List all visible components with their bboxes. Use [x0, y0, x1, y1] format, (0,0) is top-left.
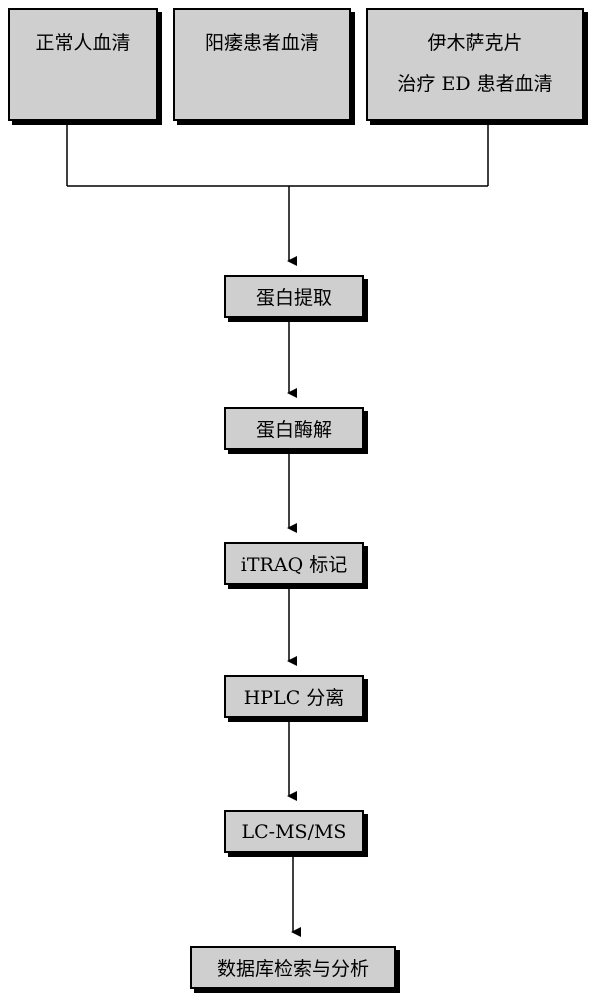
- step-label: HPLC 分离: [243, 687, 345, 709]
- source-box-normal-serum: 正常人血清: [8, 8, 158, 121]
- step-hplc-separation: HPLC 分离: [224, 675, 364, 718]
- step-itraq-labeling: iTRAQ 标记: [224, 542, 364, 585]
- source-label: 正常人血清: [35, 32, 131, 54]
- source-box-ed-patient-serum: 阳痿患者血清: [173, 8, 351, 121]
- source-label: 阳痿患者血清: [204, 32, 319, 54]
- step-label: 蛋白酶解: [255, 419, 332, 441]
- step-label: LC-MS/MS: [241, 820, 347, 843]
- step-label: iTRAQ 标记: [240, 554, 348, 576]
- step-label: 数据库检索与分析: [216, 958, 369, 980]
- step-database-search-analysis: 数据库检索与分析: [190, 946, 396, 989]
- source-label-line-1: 伊木萨克片: [427, 32, 523, 54]
- source-box-treated-patient-serum: 伊木萨克片 治疗 ED 患者血清: [366, 8, 584, 121]
- source-label-line-2: 治疗 ED 患者血清: [397, 73, 553, 95]
- step-protein-extraction: 蛋白提取: [224, 275, 364, 318]
- step-protein-digestion: 蛋白酶解: [224, 407, 364, 450]
- step-label: 蛋白提取: [255, 287, 332, 309]
- step-lc-ms-ms: LC-MS/MS: [224, 810, 364, 853]
